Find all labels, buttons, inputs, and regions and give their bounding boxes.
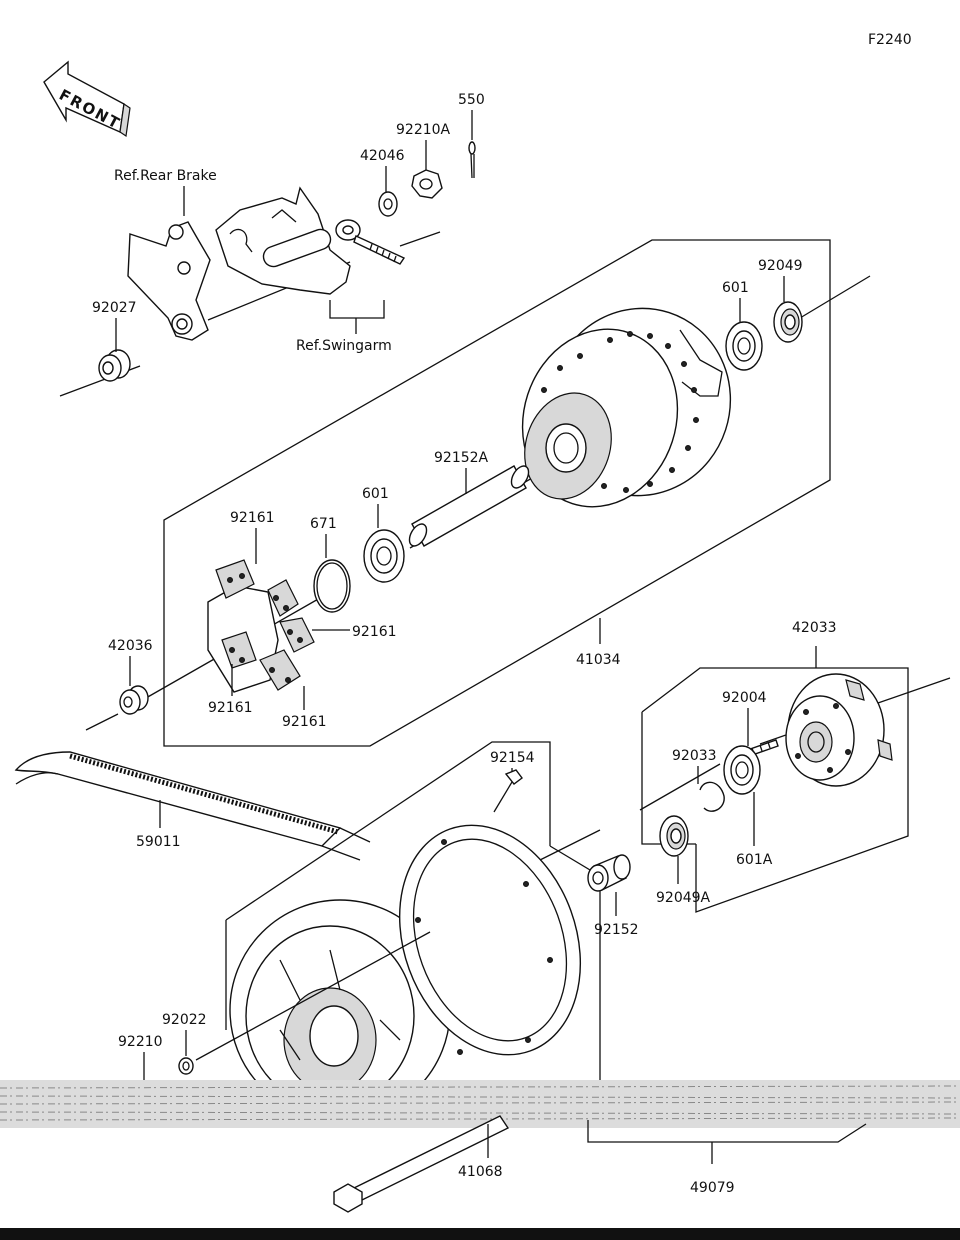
part-42036 — [119, 685, 149, 715]
ref-rear-brake-label: Ref.Rear Brake — [114, 168, 217, 184]
label-92033: 92033 — [672, 748, 717, 764]
part-601-top — [725, 321, 763, 371]
label-41068: 41068 — [458, 1164, 503, 1180]
hub-group-frame — [163, 239, 831, 747]
part-92154 — [493, 769, 523, 813]
ref-swingarm-label: Ref.Swingarm — [296, 338, 392, 354]
part-92210a — [411, 169, 443, 199]
part-550 — [468, 141, 476, 179]
label-550: 550 — [458, 92, 485, 108]
label-42046: 42046 — [360, 148, 405, 164]
label-92049a: 92049A — [656, 890, 711, 906]
part-92022 — [178, 1057, 194, 1075]
front-arrow-icon: FRONT — [43, 60, 131, 138]
label-92161-b: 92161 — [352, 624, 397, 640]
part-59011-belt — [14, 751, 371, 861]
scan-noise-band — [0, 1080, 960, 1128]
bottom-border — [0, 1228, 960, 1240]
adjuster-bolt — [335, 219, 406, 265]
label-92027: 92027 — [92, 300, 137, 316]
part-601a — [723, 745, 761, 795]
brake-bracket — [127, 221, 211, 341]
label-59011: 59011 — [136, 834, 181, 850]
label-92152a: 92152A — [434, 450, 489, 466]
part-92033 — [699, 781, 725, 812]
label-92161-a: 92161 — [230, 510, 275, 526]
label-601-mid: 601 — [362, 486, 389, 502]
swingarm-end — [215, 186, 351, 295]
label-41034: 41034 — [576, 652, 621, 668]
part-601-mid — [363, 529, 405, 583]
label-92004: 92004 — [722, 690, 767, 706]
part-41034-hub — [521, 307, 732, 508]
part-92152a — [408, 465, 530, 547]
part-92161-damper — [207, 559, 315, 693]
label-601a: 601A — [736, 852, 773, 868]
part-92049a — [659, 815, 689, 857]
part-41068-pulley — [229, 899, 451, 1121]
part-42046 — [378, 191, 398, 217]
part-41068-axle — [333, 1115, 510, 1213]
label-92154: 92154 — [490, 750, 535, 766]
label-92161-c: 92161 — [208, 700, 253, 716]
pulley-ring-plate — [398, 824, 582, 1056]
diagram-code: F2240 — [868, 32, 912, 48]
label-92210: 92210 — [118, 1034, 163, 1050]
label-92210a: 92210A — [396, 122, 451, 138]
label-92022: 92022 — [162, 1012, 207, 1028]
label-42033: 42033 — [792, 620, 837, 636]
part-49079-frame — [587, 1120, 867, 1143]
part-92049 — [773, 301, 803, 343]
label-92161-d: 92161 — [282, 714, 327, 730]
part-92152 — [587, 854, 631, 892]
label-92049: 92049 — [758, 258, 803, 274]
label-92152: 92152 — [594, 922, 639, 938]
part-92027 — [98, 349, 131, 382]
part-42033-coupling — [785, 673, 893, 787]
label-671: 671 — [310, 516, 337, 532]
label-601-top: 601 — [722, 280, 749, 296]
label-42036: 42036 — [108, 638, 153, 654]
part-671 — [313, 559, 351, 613]
label-49079: 49079 — [690, 1180, 735, 1196]
